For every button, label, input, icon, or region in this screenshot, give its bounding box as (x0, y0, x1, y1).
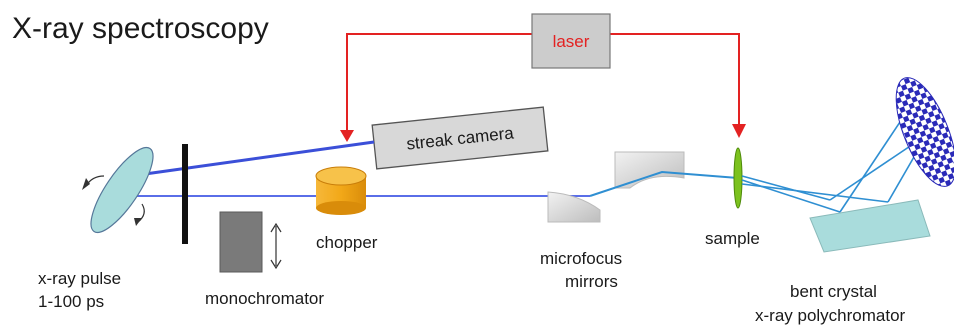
microfocus-label-line2: mirrors (565, 272, 618, 291)
slit-bar (182, 144, 188, 244)
bent-crystal (809, 199, 931, 253)
streak-camera: streak camera (371, 106, 549, 170)
monochromator-label: monochromator (205, 289, 324, 308)
laser-label: laser (553, 32, 590, 51)
laser-beam-path (346, 33, 740, 138)
microfocus-mirrors (547, 151, 685, 223)
detector-ellipse (895, 77, 954, 187)
focused-xray-beam (589, 170, 739, 197)
monochromator-motion-arrow (270, 222, 282, 270)
laser-arrowhead-streak (340, 130, 354, 142)
sample-element (733, 147, 743, 209)
monochromator-block (219, 211, 263, 273)
xray-pulse-label-line1: x-ray pulse (38, 269, 121, 288)
diagram-title: X-ray spectroscopy (12, 12, 269, 45)
xray-pulse-label-line2: 1-100 ps (38, 292, 104, 311)
laser-beam-to-streak-camera (346, 33, 532, 138)
laser-box: laser (531, 13, 611, 69)
laser-beam-to-sample (610, 33, 740, 132)
xray-source-mirror (82, 146, 154, 234)
laser-arrowhead-sample (732, 124, 746, 138)
microfocus-label-line1: microfocus (540, 249, 622, 268)
chopper (315, 166, 367, 215)
chopper-label: chopper (316, 233, 378, 252)
bent-crystal-label-line2: x-ray polychromator (755, 306, 906, 325)
sample-label: sample (705, 229, 760, 248)
bent-crystal-label-line1: bent crystal (790, 282, 877, 301)
